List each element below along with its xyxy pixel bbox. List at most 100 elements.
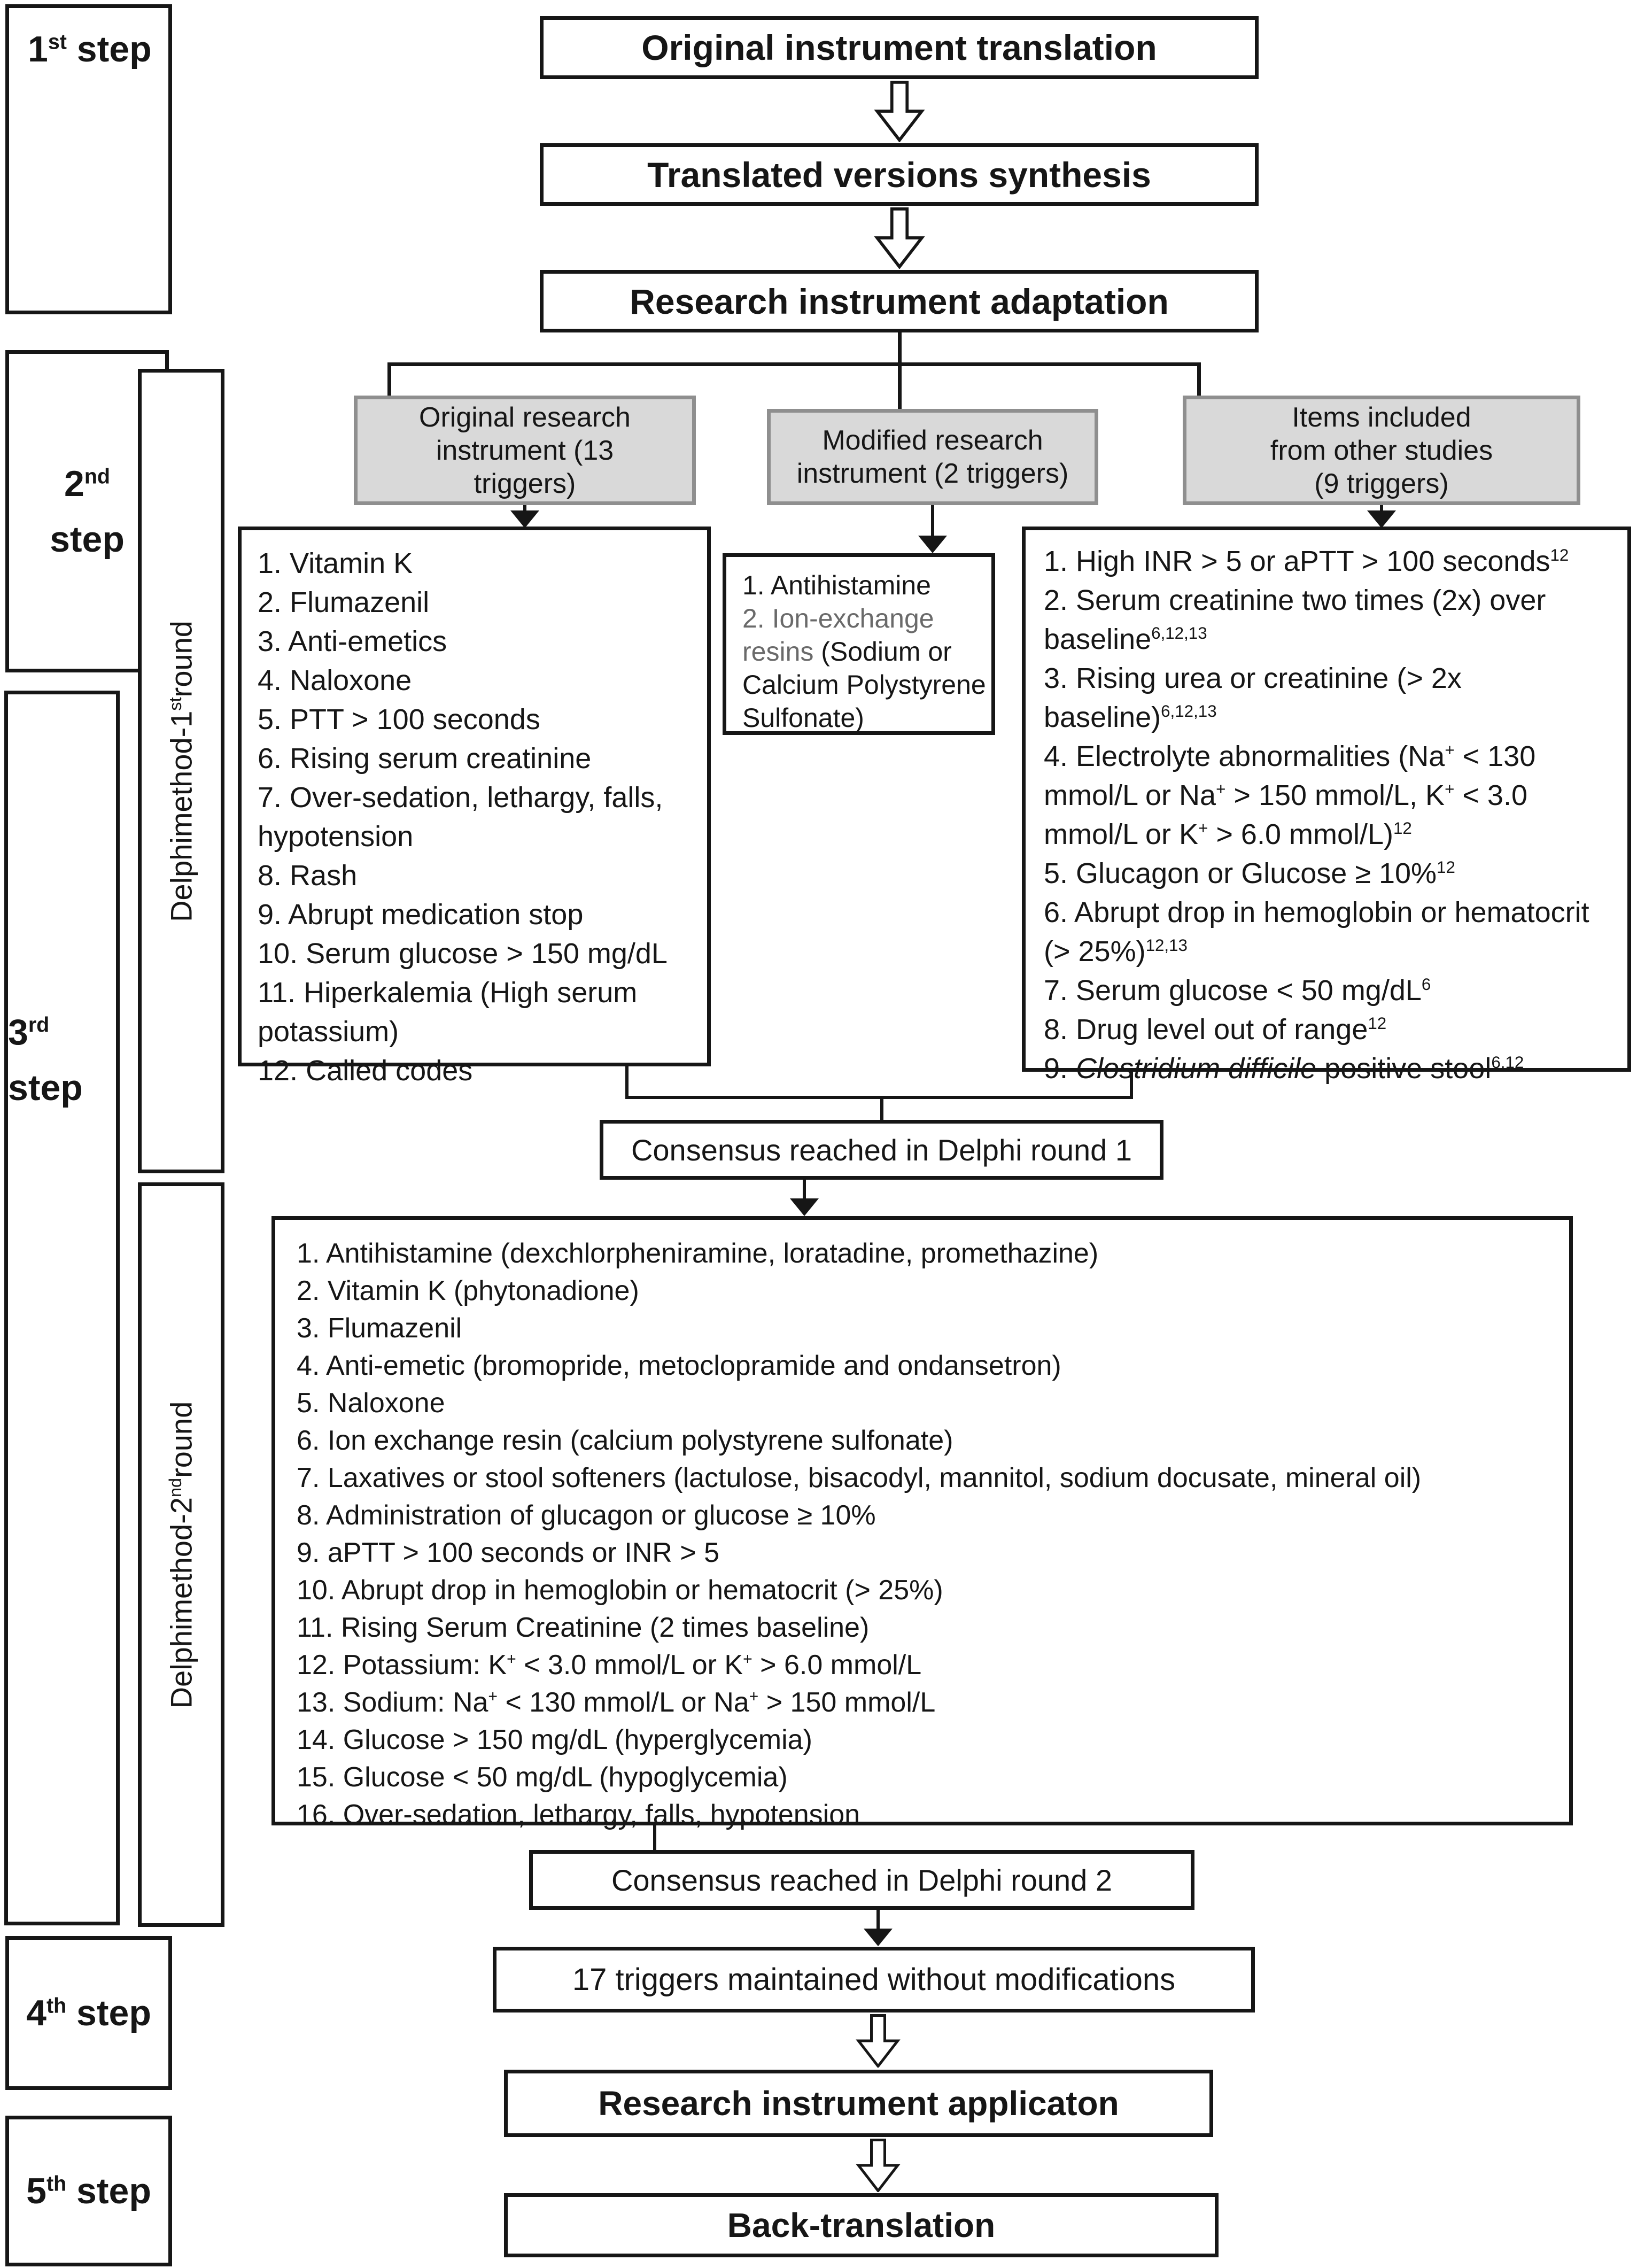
consensus-round-1-box: Consensus reached in Delphi round 1	[600, 1120, 1163, 1180]
list-line: (> 25%)12,13	[1044, 935, 1188, 967]
delphi-round-2-label: Delphimethod-2ndround	[164, 1401, 198, 1708]
list-line: 10. Serum glucose > 150 mg/dL	[258, 938, 668, 970]
step-4-label: 4th step	[26, 1993, 151, 2033]
step-1-label: 1st step	[28, 29, 152, 69]
list-line: resins (Sodium or	[742, 637, 952, 667]
down-block-arrow-icon	[856, 2139, 901, 2192]
list-line: 1. Vitamin K	[258, 547, 413, 579]
down-arrowhead-icon	[510, 510, 539, 528]
research-instrument-application-label: Research instrument applicaton	[598, 2084, 1119, 2123]
connector-line	[880, 1096, 883, 1120]
list-line: 11. Rising Serum Creatinine (2 times bas…	[297, 1612, 870, 1643]
consensus-round-1-label: Consensus reached in Delphi round 1	[631, 1133, 1132, 1167]
list-line: baseline6,12,13	[1044, 623, 1207, 655]
list-line: 2. Flumazenil	[258, 586, 430, 618]
list-line: 6. Rising serum creatinine	[258, 742, 592, 775]
branch-label-line: instrument (13	[436, 435, 614, 466]
list-line: 14. Glucose > 150 mg/dL (hyperglycemia)	[297, 1724, 812, 1755]
list-line: 4. Electrolyte abnormalities (Na+ < 130	[1044, 740, 1536, 772]
list-line: 2. Vitamin K (phytonadione)	[297, 1275, 639, 1306]
translated-versions-synthesis-box: Translated versions synthesis	[540, 143, 1259, 206]
step-4-box: 4th step	[5, 1936, 172, 2090]
consensus-round-2-label: Consensus reached in Delphi round 2	[611, 1863, 1113, 1897]
step-5-box: 5th step	[5, 2116, 172, 2266]
connector-line	[625, 1066, 629, 1099]
down-arrowhead-icon	[1367, 510, 1396, 528]
list-line: 9. aPTT > 100 seconds or INR > 5	[297, 1537, 720, 1568]
list-line: mmol/L or K+ > 6.0 mmol/L)12	[1044, 818, 1412, 850]
translated-versions-synthesis-label: Translated versions synthesis	[647, 154, 1151, 195]
list-line: 9. Clostridium difficile positive stool6…	[1044, 1052, 1524, 1085]
consensus-round-2-box: Consensus reached in Delphi round 2	[529, 1850, 1194, 1910]
down-block-arrow-icon	[874, 81, 925, 142]
down-arrowhead-icon	[918, 536, 947, 553]
list-line: 8. Rash	[258, 860, 358, 892]
down-arrowhead-icon	[790, 1198, 819, 1216]
modified-research-instrument-box: Modified research instrument (2 triggers…	[767, 409, 1098, 505]
list-line: 1. High INR > 5 or aPTT > 100 seconds12	[1044, 545, 1569, 577]
branch-label-line: (9 triggers)	[1314, 468, 1449, 499]
triggers-maintained-label: 17 triggers maintained without modificat…	[572, 1962, 1176, 1997]
list-line: 5. Naloxone	[297, 1388, 445, 1419]
list-line: 6. Abrupt drop in hemoglobin or hematocr…	[1044, 896, 1589, 928]
original-research-instrument-box: Original research instrument (13 trigger…	[354, 396, 696, 505]
step-2-label-word: step	[50, 518, 125, 560]
step-2-label-ordinal: 2nd	[64, 463, 110, 504]
step-3-label-ordinal: 3rd	[8, 1012, 50, 1052]
list-line: 8. Administration of glucagon or glucose…	[297, 1500, 876, 1531]
connector-line	[387, 362, 1201, 366]
branch-label-line: triggers)	[474, 468, 576, 499]
list-line: Calcium Polystyrene	[742, 670, 986, 700]
down-block-arrow-icon	[874, 207, 925, 269]
list-line: 12. Potassium: K+ < 3.0 mmol/L or K+ > 6…	[297, 1650, 922, 1681]
branch-label-line: Items included	[1292, 401, 1471, 433]
connector-line	[625, 1096, 1133, 1099]
connector-line	[1197, 362, 1201, 398]
connector-line	[1130, 1072, 1133, 1099]
step-3-box: 3rd step	[4, 691, 120, 1925]
step-3-label-word: step	[8, 1067, 83, 1108]
back-translation-box: Back-translation	[504, 2193, 1219, 2257]
list-line: hypotension	[258, 820, 414, 853]
branch-label-line: Modified research	[822, 425, 1043, 456]
connector-line	[931, 505, 934, 539]
round-2-triggers-list: 1. Antihistamine (dexchlorpheniramine, l…	[271, 1216, 1573, 1830]
down-block-arrow-icon	[856, 2014, 901, 2068]
delphi-round-1-label: Delphimethod-1stround	[164, 620, 198, 922]
step-5-label: 5th step	[26, 2171, 151, 2211]
list-line: 7. Serum glucose < 50 mg/dL6	[1044, 974, 1431, 1007]
back-translation-label: Back-translation	[727, 2206, 996, 2244]
step-1-box: 1st step	[5, 4, 172, 314]
list-line: 16. Over-sedation, lethargy, falls, hypo…	[297, 1799, 860, 1830]
list-line: 4. Naloxone	[258, 664, 412, 696]
list-line: Sulfonate)	[742, 703, 864, 733]
list-line: 15. Glucose < 50 mg/dL (hypoglycemia)	[297, 1762, 788, 1793]
research-instrument-adaptation-label: Research instrument adaptation	[630, 281, 1169, 321]
list-line: 6. Ion exchange resin (calcium polystyre…	[297, 1425, 953, 1456]
list-line: 8. Drug level out of range12	[1044, 1013, 1387, 1046]
list-line: 5. Glucagon or Glucose ≥ 10%12	[1044, 857, 1455, 889]
items-other-studies-box: Items included from other studies (9 tri…	[1183, 396, 1580, 505]
connector-line	[898, 362, 902, 411]
list-line: 11. Hiperkalemia (High serum	[258, 977, 638, 1009]
list-line: 7. Laxatives or stool softeners (lactulo…	[297, 1462, 1422, 1493]
list-line: 10. Abrupt drop in hemoglobin or hematoc…	[297, 1575, 943, 1606]
connector-line	[803, 1180, 806, 1201]
delphi-round-1-box: Delphimethod-1stround	[138, 369, 224, 1173]
connector-line	[653, 1825, 656, 1850]
branch-label-line: Original research	[419, 401, 631, 433]
original-instrument-translation-label: Original instrument translation	[641, 28, 1157, 67]
connector-line	[387, 362, 391, 398]
list-line: 5. PTT > 100 seconds	[258, 703, 540, 736]
original-instrument-translation-box: Original instrument translation	[540, 16, 1259, 79]
branch-label-line: instrument (2 triggers)	[796, 458, 1069, 489]
connector-line	[1380, 505, 1383, 515]
list-line: baseline)6,12,13	[1044, 701, 1217, 733]
list-line: 13. Sodium: Na+ < 130 mmol/L or Na+ > 15…	[297, 1687, 936, 1718]
connector-line	[876, 1910, 880, 1931]
list-line: 2. Ion-exchange	[742, 603, 934, 633]
